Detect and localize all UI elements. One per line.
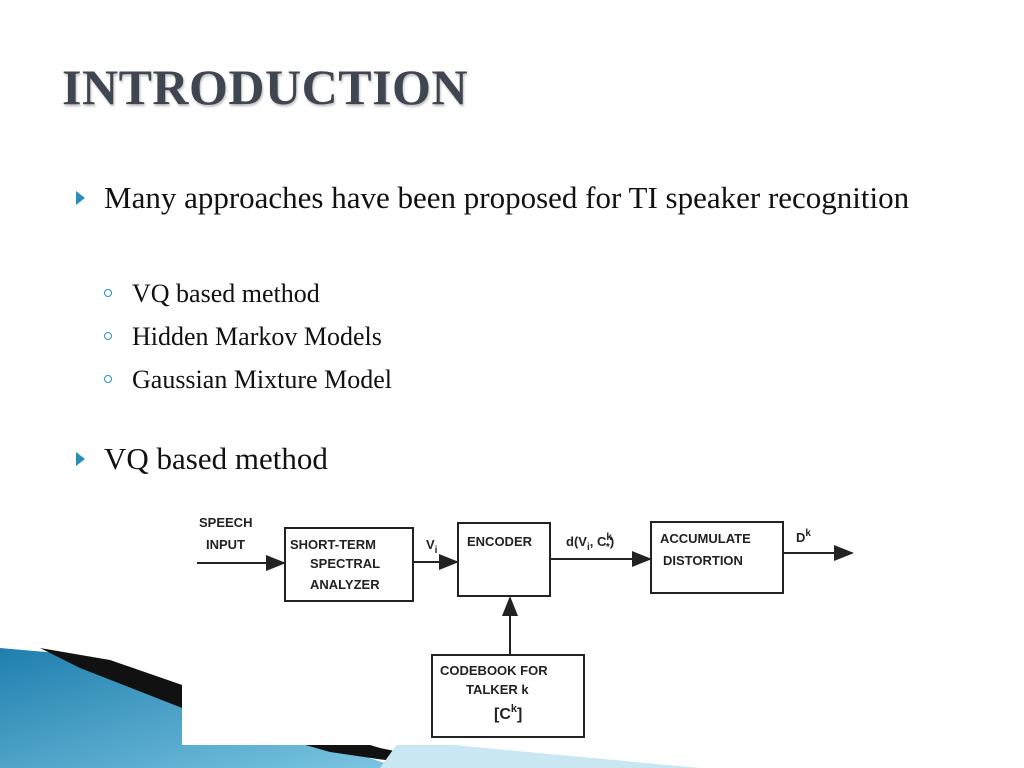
sub-bullet-ring-icon (104, 375, 112, 383)
sub-item-text: Gaussian Mixture Model (132, 365, 392, 394)
bullet-text: VQ based method (104, 441, 328, 476)
speech-input-label-line1: SPEECH (199, 515, 252, 530)
sub-item-text: Hidden Markov Models (132, 322, 382, 351)
short-term-analyzer-block (284, 527, 414, 602)
accumulate-label-line1: ACCUMULATE (660, 531, 751, 546)
sub-bullet-ring-icon (104, 289, 112, 297)
sub-bullet-ring-icon (104, 332, 112, 340)
accumulate-label-line2: DISTORTION (663, 553, 743, 568)
analyzer-label-line3: ANALYZER (310, 577, 380, 592)
bullet-arrow-icon (76, 191, 85, 205)
bullet-arrow-icon (76, 452, 85, 466)
accumulate-distortion-block (650, 521, 784, 594)
output-label: Dk (796, 528, 811, 545)
vector-label: Vi (426, 537, 438, 556)
encoder-label: ENCODER (467, 534, 533, 549)
distance-label: d(Vi, Ck*) (566, 532, 614, 553)
wave-dark-stripe (40, 648, 480, 768)
analyzer-label-line2: SPECTRAL (310, 556, 380, 571)
slide-title: INTRODUCTION (62, 59, 469, 115)
speech-input-label-line2: INPUT (206, 537, 245, 552)
sub-item-text: VQ based method (132, 279, 320, 308)
codebook-label-line3: [Ck] (494, 703, 522, 723)
codebook-label-line1: CODEBOOK FOR (440, 663, 548, 678)
bullet-text: Many approaches have been proposed for T… (104, 180, 910, 215)
vq-block-diagram: SPEECH INPUT SHORT-TERM SPECTRAL ANALYZE… (182, 505, 862, 745)
analyzer-label-line1: SHORT-TERM (290, 537, 376, 552)
wave-light-shape (380, 740, 700, 768)
codebook-block (431, 654, 585, 738)
codebook-label-line2: TALKER k (466, 682, 529, 697)
